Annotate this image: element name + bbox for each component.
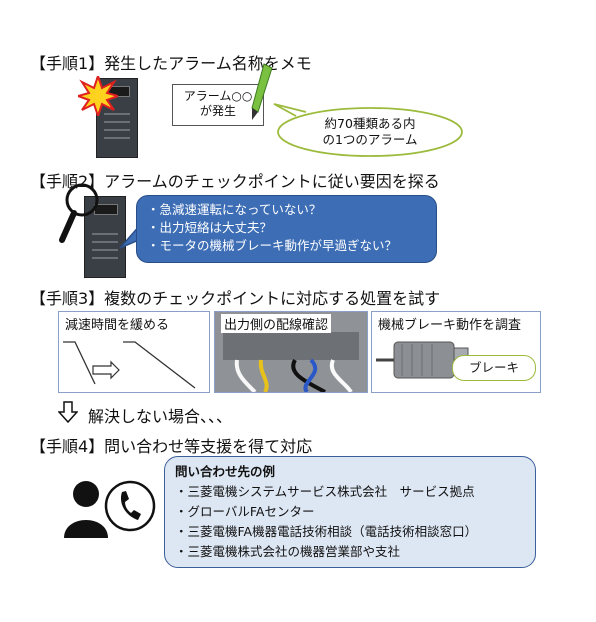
contact-box: 問い合わせ先の例 ・三菱電機システムサービス株式会社 サービス拠点 ・グローバル… [164,456,536,568]
person-phone-icon [64,480,156,538]
contact-item-3: ・三菱電機FA機器電話技術相談（電話技術相談窓口） [175,524,478,539]
checkpoint-box: ・急減速運転になっていない？ ・出力短絡は大丈夫？ ・モータの機械ブレーキ動作が… [136,195,437,263]
bubble-text: 約70種類ある内 の1つのアラーム [300,116,440,148]
panel-decel-time: 減速時間を緩める [58,311,210,393]
unresolved-text: 解決しない場合、、、 [88,407,233,426]
down-arrow-icon [58,401,78,424]
alarm-memo-note: アラーム○○ が発生 [172,84,264,126]
contact-item-2: ・グローバルFAセンター [175,504,315,519]
brake-tag: ブレーキ [452,355,536,381]
speech-bubble [273,103,463,157]
checkpoint-item-1: ・急減速運転になっていない？ [147,202,322,217]
bubble-line-2: の1つのアラーム [322,132,418,147]
magnifier-icon [59,183,99,243]
memo-line-1: アラーム○○ [183,89,253,103]
step4-title: 【手順4】問い合わせ等支援を得て対応 [30,437,313,456]
panel-decel-label: 減速時間を緩める [65,318,170,333]
contact-item-4: ・三菱電機株式会社の機器営業部や支社 [175,544,401,559]
wiring-lines [234,358,353,392]
inverter-image [84,196,126,278]
decel-graph [63,341,196,389]
pen-icon [251,63,273,120]
memo-line-2: が発生 [199,104,236,118]
contacts-title: 問い合わせ先の例 [175,464,276,479]
alarm-burst-icon [78,76,118,116]
panel-output-wiring: 出力側の配線確認 [214,311,368,393]
bubble-line-1: 約70種類ある内 [324,116,416,131]
step2-title: 【手順2】アラームのチェックポイントに従い要因を探る [30,172,440,191]
checkpoint-item-3: ・モータの機械ブレーキ動作が早過ぎない？ [147,238,398,253]
step1-title: 【手順1】発生したアラーム名称をメモ [30,54,312,73]
step3-title: 【手順3】複数のチェックポイントに対応する処置を試す [30,289,441,308]
checkpoint-item-2: ・出力短絡は大丈夫？ [147,220,273,235]
panel-brake-label: 機械ブレーキ動作を調査 [378,318,522,333]
panel-wiring-label: 出力側の配線確認 [221,314,332,333]
contact-item-1: ・三菱電機システムサービス株式会社 サービス拠点 [175,484,475,499]
